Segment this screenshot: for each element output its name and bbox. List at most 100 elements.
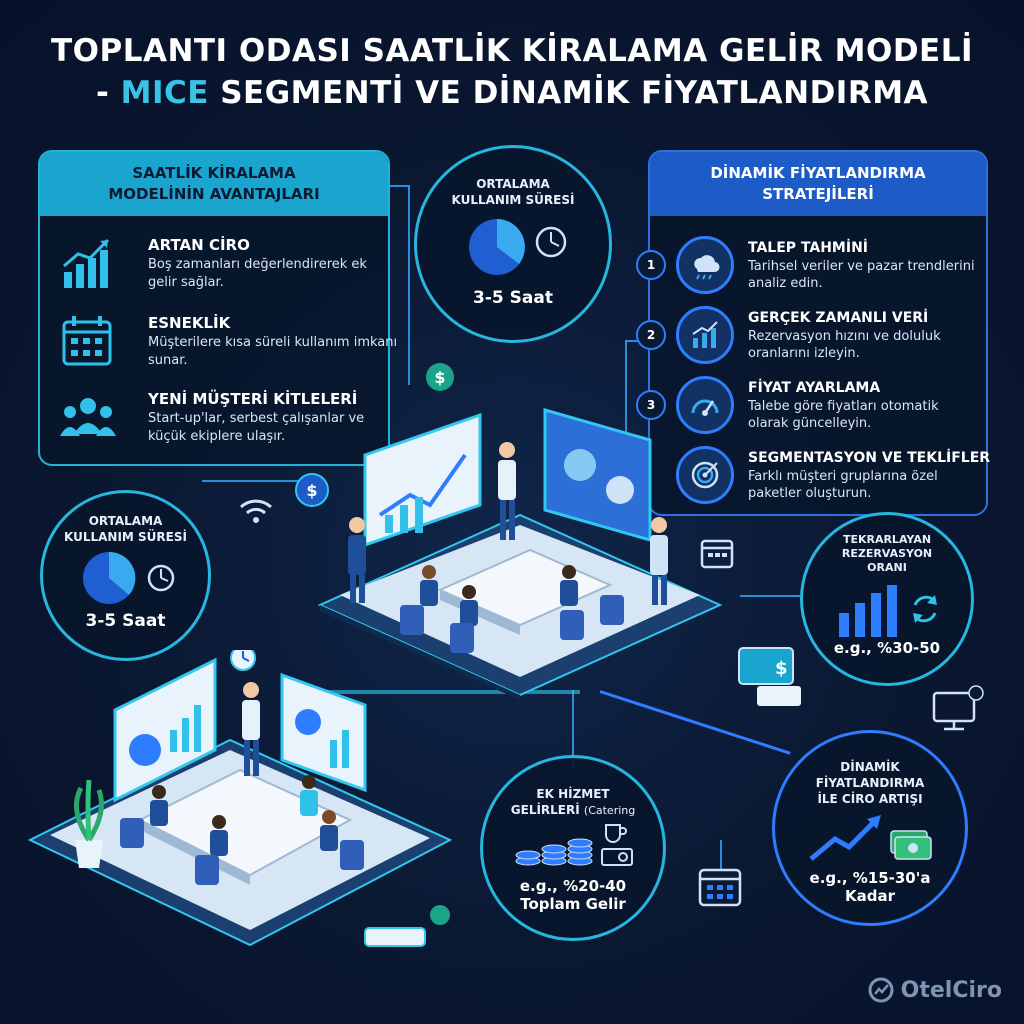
advantage-title: ARTAN CİRO bbox=[148, 236, 250, 254]
usage-value: 3-5 Saat bbox=[85, 611, 166, 631]
page-title: TOPLANTI ODASI SAATLİK KİRALAMA GELİR MO… bbox=[0, 30, 1024, 114]
repeat-title-line-1: TEKRARLAYAN bbox=[842, 533, 932, 546]
strategy-title: GERÇEK ZAMANLI VERİ bbox=[748, 310, 929, 326]
repeat-title-line-3: ORANI bbox=[867, 561, 907, 574]
clock-icon bbox=[147, 564, 174, 592]
chairs bbox=[120, 818, 364, 885]
title-accent: MICE bbox=[120, 75, 209, 111]
advantages-panel: SAATLİK KİRALAMA MODELİNİN AVANTAJLARI AR… bbox=[38, 150, 397, 466]
strategies-heading-line-1: DİNAMİK FİYATLANDIRMA bbox=[710, 164, 926, 182]
strategy-desc: Rezervasyon hızını ve doluluk oranlarını… bbox=[748, 329, 941, 361]
step-number: 3 bbox=[636, 390, 666, 420]
coins-icon bbox=[515, 838, 593, 866]
calendar-icon bbox=[62, 316, 112, 366]
usage-duration-circle-left: ORTALAMA KULLANIM SÜRESİ 3-5 Saat bbox=[40, 490, 211, 661]
repeat-reservation-circle: TEKRARLAYAN REZERVASYON ORANI e.g., %30-… bbox=[800, 512, 974, 686]
calendar-icon bbox=[700, 539, 734, 569]
extra-title-line-2: GELİRLERİ (Catering bbox=[483, 802, 663, 819]
advantages-heading-line-1: SAATLİK KİRALAMA bbox=[132, 164, 296, 182]
connector-line bbox=[202, 480, 322, 482]
presentation-screen bbox=[113, 657, 217, 803]
dashboard-screen bbox=[543, 408, 652, 542]
target-icon bbox=[676, 446, 734, 504]
connector-line bbox=[625, 340, 627, 460]
growth-title-line-1: DİNAMİK bbox=[840, 760, 900, 774]
payment-card-icon: $ bbox=[738, 647, 801, 706]
strategy-desc: Tarihsel veriler ve pazar trendlerini an… bbox=[748, 259, 975, 291]
repeat-icon bbox=[913, 595, 937, 623]
repeat-title-line-2: REZERVASYON bbox=[841, 547, 933, 560]
router-icon bbox=[364, 905, 450, 947]
pie-chart-icon bbox=[469, 219, 567, 275]
strategy-title: SEGMENTASYON VE TEKLİFLER bbox=[748, 450, 991, 466]
people-icon bbox=[60, 398, 116, 436]
growth-chart-icon bbox=[63, 238, 110, 288]
coffee-cup-icon bbox=[605, 824, 627, 843]
strategy-desc: Farklı müşteri gruplarına özel paketler … bbox=[748, 469, 938, 501]
strategies-heading-line-2: STRATEJİLERİ bbox=[762, 185, 874, 203]
connector-line bbox=[572, 690, 574, 770]
growth-value-line-1: e.g., %15-30'a bbox=[809, 869, 931, 887]
advantage-title: ESNEKLİK bbox=[148, 314, 231, 332]
extra-services-circle: EK HİZMET GELİRLERİ (Catering e.g., %20-… bbox=[480, 755, 666, 941]
strategy-title: FİYAT AYARLAMA bbox=[748, 380, 881, 396]
title-rest: SEGMENTİ VE DİNAMİK FİYATLANDIRMA bbox=[208, 75, 929, 111]
meeting-table bbox=[137, 768, 353, 885]
calendar-icon bbox=[698, 868, 742, 907]
advantages-heading-line-2: MODELİNİN AVANTAJLARI bbox=[108, 185, 320, 203]
dollar-badge-icon: $ bbox=[295, 473, 329, 507]
strategies-panel: DİNAMİK FİYATLANDIRMA STRATEJİLERİ 1 TALE… bbox=[636, 150, 991, 516]
step-number: 2 bbox=[636, 320, 666, 350]
projector-icon bbox=[601, 848, 633, 866]
title-prefix: - bbox=[95, 75, 121, 111]
clock-icon bbox=[230, 650, 256, 671]
connector-line bbox=[740, 595, 800, 597]
clock-icon bbox=[535, 226, 567, 258]
advantages-heading: SAATLİK KİRALAMA MODELİNİN AVANTAJLARI bbox=[40, 152, 388, 216]
svg-text:$: $ bbox=[775, 658, 788, 679]
strategy-title: TALEP TAHMİNİ bbox=[748, 240, 868, 256]
usage-duration-circle-top: ORTALAMA KULLANIM SÜRESİ 3-5 Saat bbox=[414, 145, 612, 343]
step-number: 1 bbox=[636, 250, 666, 280]
svg-text:$: $ bbox=[434, 368, 445, 387]
extra-title-line-1: EK HİZMET bbox=[536, 787, 610, 801]
connector-line bbox=[408, 185, 410, 385]
gauge-icon bbox=[676, 376, 734, 434]
usage-title-line-2: KULLANIM SÜRESİ bbox=[451, 193, 575, 207]
title-line-1: TOPLANTI ODASI SAATLİK KİRALAMA GELİR MO… bbox=[50, 33, 974, 69]
logo-text: OtelCiro bbox=[900, 977, 1002, 1003]
repeat-value: e.g., %30-50 bbox=[833, 639, 941, 657]
people bbox=[150, 682, 338, 856]
extra-title-main: GELİRLERİ bbox=[510, 803, 580, 817]
cash-icon bbox=[890, 830, 932, 860]
brand-logo: OtelCiro bbox=[867, 976, 1002, 1004]
pie-chart-icon bbox=[82, 551, 174, 604]
people bbox=[348, 442, 668, 626]
connector-line bbox=[388, 185, 410, 187]
meeting-room-illustration-lower bbox=[27, 650, 453, 947]
svg-text:$: $ bbox=[306, 481, 317, 500]
advantage-desc: Boş zamanları değerlendirerek ek gelir s… bbox=[148, 257, 367, 290]
usage-title-line-2: KULLANIM SÜRESİ bbox=[64, 530, 187, 544]
plant-icon bbox=[74, 779, 104, 868]
usage-title-line-1: ORTALAMA bbox=[476, 177, 550, 191]
usage-title-line-1: ORTALAMA bbox=[88, 514, 163, 528]
advantage-desc: Start-up'lar, serbest çalışanlar ve küçü… bbox=[148, 411, 365, 444]
wifi-icon bbox=[239, 499, 273, 523]
bar-chart-icon bbox=[839, 585, 937, 637]
realtime-chart-icon bbox=[676, 306, 734, 364]
advantage-desc: Müşterilere kısa süreli kullanım imkanı … bbox=[148, 335, 398, 368]
title-line-2: - MICE SEGMENTİ VE DİNAMİK FİYATLANDIRMA bbox=[0, 72, 1024, 114]
advantage-title: YENİ MÜŞTERİ KİTLELERİ bbox=[148, 390, 358, 408]
strategy-desc: Talebe göre fiyatları otomatik olarak gü… bbox=[748, 399, 939, 431]
growth-title-line-3: İLE CİRO ARTIŞI bbox=[817, 792, 923, 806]
extra-value-line-2: Toplam Gelir bbox=[520, 895, 626, 913]
chairs bbox=[400, 595, 624, 653]
extra-value-line-1: e.g., %20-40 bbox=[519, 877, 627, 895]
data-flow-line bbox=[300, 690, 580, 694]
growth-value-line-2: Kadar bbox=[844, 887, 895, 905]
logo-icon bbox=[868, 977, 894, 1003]
money-growth-icon bbox=[809, 815, 932, 861]
coins-projector-icon bbox=[515, 824, 633, 866]
weather-forecast-icon bbox=[676, 236, 734, 294]
